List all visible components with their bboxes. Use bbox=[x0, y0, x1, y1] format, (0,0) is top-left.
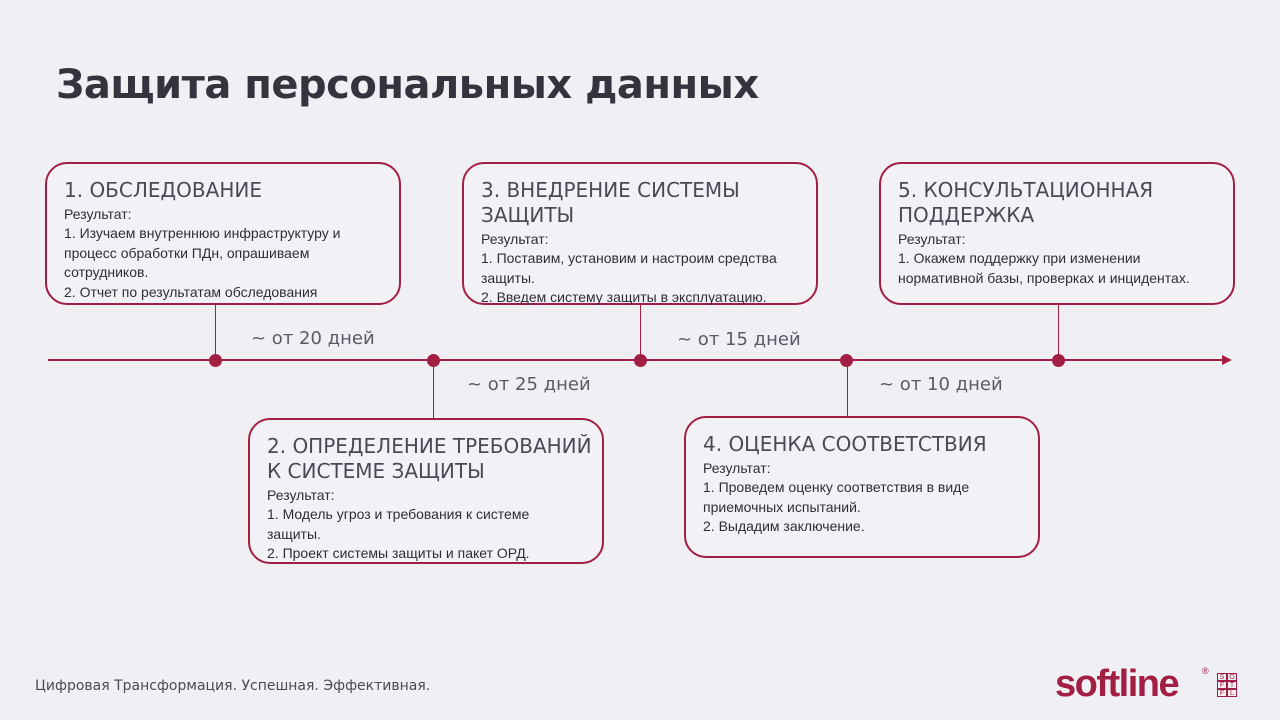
step-heading: 1. ОБСЛЕДОВАНИЕ bbox=[64, 178, 262, 202]
step-line: 2. Проект системы защиты и пакет ОРД. bbox=[267, 545, 530, 561]
logo-wordmark: softline bbox=[1055, 663, 1180, 705]
duration-label-3: ~ от 15 дней bbox=[677, 329, 801, 350]
connector-step-4 bbox=[847, 360, 848, 416]
step-line: 1. Модель угроз и требования к системе bbox=[267, 506, 530, 522]
timeline-dot-2 bbox=[427, 354, 440, 367]
connector-step-2 bbox=[433, 360, 434, 418]
step-result-label: Результат: bbox=[267, 487, 335, 503]
step-line: сотрудников. bbox=[64, 264, 149, 280]
duration-label-4: ~ от 10 дней bbox=[879, 374, 1003, 395]
step-line: 1. Изучаем внутреннюю инфраструктуру и bbox=[64, 225, 341, 241]
timeline-dot-3 bbox=[634, 354, 647, 367]
timeline-dot-5 bbox=[1052, 354, 1065, 367]
step-line: 2. Выдадим заключение. bbox=[703, 518, 865, 534]
page-title: Защита персональных данных bbox=[56, 62, 759, 108]
connector-step-5 bbox=[1058, 304, 1059, 360]
logo-grid-letter: T bbox=[1227, 681, 1237, 689]
step-result-label: Результат: bbox=[898, 231, 966, 247]
step-box-3: 3. ВНЕДРЕНИЕ СИСТЕМЫ ЗАЩИТЫ Результат: 1… bbox=[462, 162, 818, 305]
timeline-dot-4 bbox=[840, 354, 853, 367]
timeline-arrowhead bbox=[1222, 355, 1232, 365]
step-line: нормативной базы, проверках и инцидентах… bbox=[898, 269, 1190, 286]
logo-grid-letter: F bbox=[1217, 681, 1227, 689]
timeline-dot-1 bbox=[209, 354, 222, 367]
duration-label-2: ~ от 25 дней bbox=[467, 374, 591, 395]
logo-grid-letter: S bbox=[1217, 673, 1227, 681]
step-box-4: 4. ОЦЕНКА СООТВЕТСТВИЯ Результат: 1. Про… bbox=[684, 416, 1040, 558]
step-line: приемочных испытаний. bbox=[703, 498, 861, 515]
step-result-label: Результат: bbox=[64, 206, 132, 222]
logo-grid-letter: L bbox=[1227, 689, 1237, 697]
duration-label-1: ~ от 20 дней bbox=[251, 328, 375, 349]
step-result-label: Результат: bbox=[481, 231, 549, 247]
logo-registered-mark: ® bbox=[1202, 666, 1209, 676]
connector-step-3 bbox=[640, 304, 641, 360]
step-heading: 5. КОНСУЛЬТАЦИОННАЯ ПОДДЕРЖКА bbox=[898, 178, 1154, 227]
step-line: 2. Введем систему защиты в эксплуатацию. bbox=[481, 289, 767, 305]
step-heading: 3. ВНЕДРЕНИЕ СИСТЕМЫ ЗАЩИТЫ bbox=[481, 178, 740, 227]
connector-step-1 bbox=[215, 304, 216, 360]
logo-grid-letter: F bbox=[1217, 689, 1227, 697]
step-line: 1. Окажем поддержку при изменении bbox=[898, 250, 1141, 266]
step-heading: 2. ОПРЕДЕЛЕНИЕ ТРЕБОВАНИЙ К СИСТЕМЕ ЗАЩИ… bbox=[267, 434, 592, 483]
logo-letter-grid: S O F T F L bbox=[1217, 673, 1237, 697]
logo-grid-letter: O bbox=[1227, 673, 1237, 681]
step-line: 2. Отчет по результатам обследования bbox=[64, 283, 318, 300]
step-heading: 4. ОЦЕНКА СООТВЕТСТВИЯ bbox=[703, 432, 987, 456]
step-box-1: 1. ОБСЛЕДОВАНИЕ Результат: 1. Изучаем вн… bbox=[45, 162, 401, 305]
step-box-2: 2. ОПРЕДЕЛЕНИЕ ТРЕБОВАНИЙ К СИСТЕМЕ ЗАЩИ… bbox=[248, 418, 604, 564]
softline-logo: softline ® S O F T F L bbox=[1055, 663, 1237, 705]
step-line: 1. Проведем оценку соответствия в виде bbox=[703, 479, 970, 495]
step-line: защиты. bbox=[481, 269, 535, 286]
step-box-5: 5. КОНСУЛЬТАЦИОННАЯ ПОДДЕРЖКА Результат:… bbox=[879, 162, 1235, 305]
step-line: процесс обработки ПДн, опрашиваем bbox=[64, 244, 310, 261]
footer-tagline: Цифровая Трансформация. Успешная. Эффект… bbox=[35, 678, 431, 694]
step-line: 1. Поставим, установим и настроим средст… bbox=[481, 250, 777, 266]
step-result-label: Результат: bbox=[703, 460, 771, 476]
step-line: защиты. bbox=[267, 525, 321, 542]
